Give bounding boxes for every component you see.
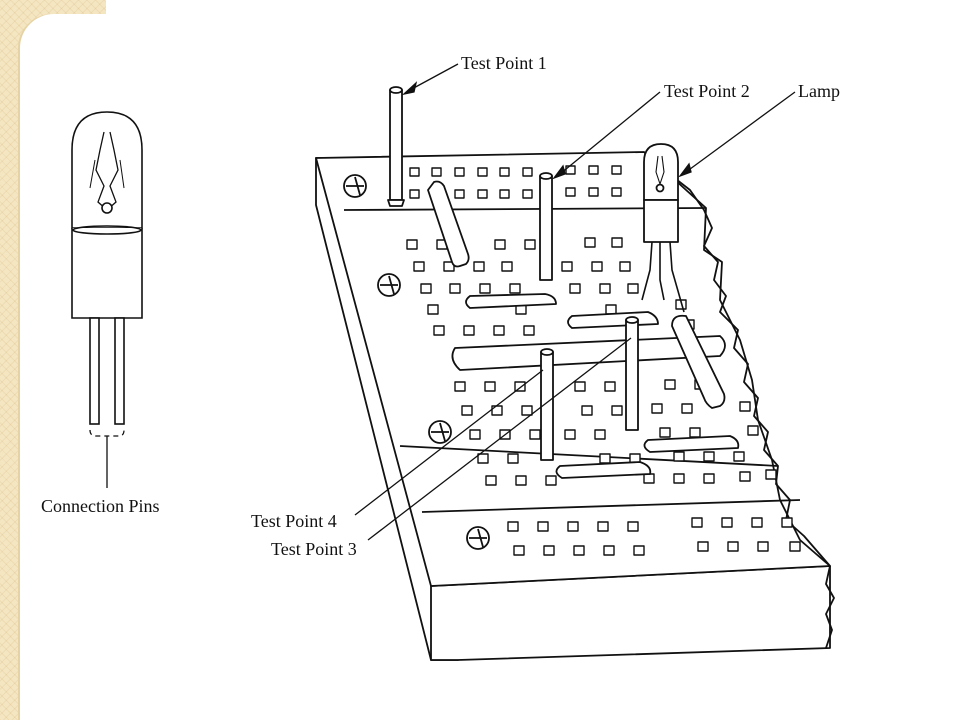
test-point-1-post xyxy=(387,86,405,207)
test-point-3-post xyxy=(625,316,639,431)
jumper-wires xyxy=(427,180,740,479)
test-point-3-label: Test Point 3 xyxy=(271,539,357,559)
test-point-2-label: Test Point 2 xyxy=(664,81,750,101)
breadboard-lamp xyxy=(641,143,685,313)
connection-pins-label: Connection Pins xyxy=(41,496,160,516)
holes-top-bus xyxy=(409,165,622,199)
lamp-closeup xyxy=(71,111,143,488)
mounting-screws xyxy=(343,174,490,550)
test-point-4-post xyxy=(540,348,554,461)
test-point-1-label: Test Point 1 xyxy=(461,53,547,73)
breadboard xyxy=(315,86,835,661)
lamp-label: Lamp xyxy=(798,81,840,101)
callout-leaders xyxy=(354,63,796,541)
test-point-2-post xyxy=(539,172,553,281)
holes-bottom-bus xyxy=(507,517,801,556)
holes-upper-terminal xyxy=(406,237,695,336)
holes-lower-terminal xyxy=(454,379,777,486)
test-point-4-label: Test Point 4 xyxy=(251,511,337,531)
